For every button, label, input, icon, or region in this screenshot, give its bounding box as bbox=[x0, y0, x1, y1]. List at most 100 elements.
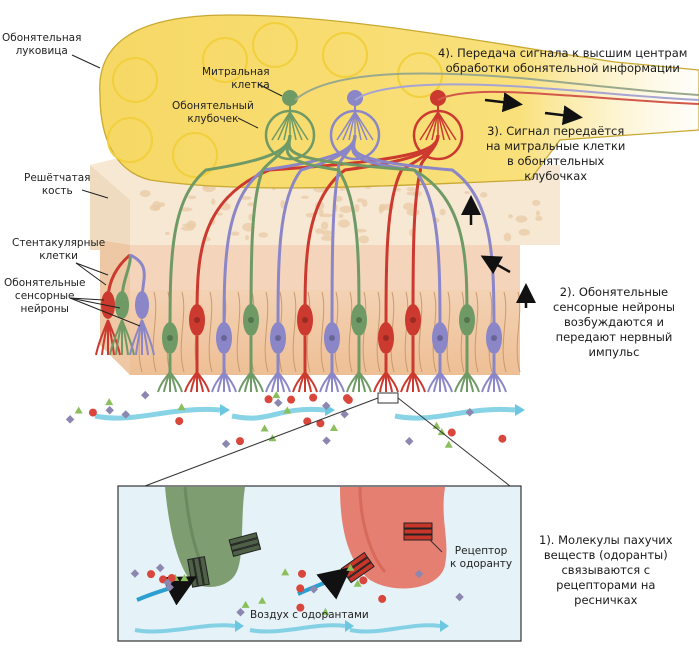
sensory-neuron-body bbox=[486, 322, 502, 354]
supporting-fiber bbox=[446, 291, 451, 373]
glomerulus-branch bbox=[283, 111, 291, 141]
sensory-axon bbox=[411, 134, 440, 321]
odorant-molecule-green bbox=[74, 406, 83, 414]
odorant-molecule-purple bbox=[309, 585, 319, 594]
sensory-neuron-body bbox=[243, 304, 259, 336]
odorant-molecule-red bbox=[498, 434, 507, 443]
label-air-with-odorants: Воздух с одорантами bbox=[250, 609, 369, 621]
receptor-green-1 bbox=[228, 532, 262, 557]
odorant-molecule-green bbox=[283, 406, 292, 414]
cilium bbox=[385, 371, 399, 393]
bone-speckle bbox=[139, 189, 151, 198]
odorant-molecule-red bbox=[147, 570, 156, 579]
air-flow-arrowhead bbox=[235, 620, 244, 632]
bone-speckle bbox=[321, 235, 334, 241]
odorant-molecule-purple bbox=[273, 398, 283, 408]
bone-speckle bbox=[301, 195, 310, 199]
sensory-neuron-body bbox=[297, 304, 313, 336]
bone-speckle bbox=[187, 195, 197, 200]
odorant-molecule-purple bbox=[322, 436, 331, 445]
odorant-molecule-green bbox=[346, 563, 355, 571]
odorant-molecule-red bbox=[447, 428, 456, 437]
cilium bbox=[412, 371, 426, 393]
neuron-nucleus bbox=[248, 317, 254, 323]
supporting-fiber bbox=[418, 291, 423, 373]
supporting-fiber bbox=[348, 291, 353, 373]
step-line: 4). Передача сигнала к высшим центрам bbox=[438, 46, 688, 60]
neuron-nucleus bbox=[275, 335, 281, 341]
air-flow-arrowhead bbox=[515, 404, 525, 416]
step-line: 1). Молекулы пахучих bbox=[539, 533, 673, 547]
step-line: обработки обонятельной информации bbox=[445, 61, 680, 75]
supporting-fiber bbox=[376, 291, 381, 373]
air-flow-arrow bbox=[231, 406, 326, 421]
label-line: Решётчатая bbox=[24, 172, 91, 184]
glomerulus-branch bbox=[431, 111, 439, 141]
bone-speckle bbox=[186, 220, 197, 230]
cilium bbox=[169, 371, 183, 393]
bone-speckle bbox=[531, 199, 541, 206]
label-line: Обонятельный bbox=[172, 100, 254, 112]
neuron-nucleus bbox=[464, 317, 470, 323]
step-line: связываются с bbox=[561, 563, 651, 577]
glomerulus-branch bbox=[336, 111, 356, 141]
glomerulus-circle-bg bbox=[252, 22, 298, 68]
glomerulus-circle-bg bbox=[107, 117, 153, 163]
glomerulus-branch bbox=[271, 111, 291, 141]
bone-speckle bbox=[339, 205, 353, 214]
sensory-axon bbox=[249, 134, 292, 321]
arrow-right-2 bbox=[544, 105, 583, 126]
glomerulus-branch bbox=[348, 111, 356, 141]
cilium bbox=[277, 371, 291, 393]
odorant-molecule-green bbox=[272, 391, 281, 399]
label-mitral-cell: Митральная клетка bbox=[202, 66, 270, 92]
sensory-neuron-body bbox=[135, 291, 149, 319]
neuron-nucleus bbox=[437, 335, 443, 341]
odorant-molecule-green bbox=[258, 596, 267, 604]
label-glomerulus: Обонятельный клубочек bbox=[172, 100, 254, 126]
label-line: Митральная bbox=[202, 66, 270, 78]
bone-speckle bbox=[464, 191, 470, 195]
sensory-neuron-body bbox=[101, 291, 115, 319]
odorant-molecule-green bbox=[329, 424, 338, 432]
odorant-molecule-purple bbox=[455, 592, 464, 602]
olfactory-epithelium bbox=[100, 240, 521, 375]
bone-speckle bbox=[211, 198, 216, 206]
supporting-fiber bbox=[404, 291, 409, 373]
odorant-molecule-purple bbox=[105, 406, 114, 415]
air-flow-arrow bbox=[394, 406, 516, 421]
label-line: Стентакулярные bbox=[12, 237, 106, 249]
step-line: передают нервный bbox=[555, 330, 673, 344]
air-flow-arrowhead bbox=[345, 620, 354, 632]
step-line: 3). Сигнал передаётся bbox=[487, 124, 625, 138]
odorant-molecule-red bbox=[175, 417, 184, 426]
odorant-molecule-purple bbox=[465, 407, 474, 417]
glomerulus-branch bbox=[289, 111, 297, 141]
odorant-molecule-purple bbox=[404, 436, 414, 446]
bone-speckle bbox=[535, 215, 543, 222]
receptor-red-1 bbox=[403, 522, 433, 541]
label-cribriform-plate: Решётчатая кость bbox=[24, 172, 90, 198]
glomerulus-circle-bg bbox=[322, 32, 368, 78]
odorant-molecule-red bbox=[309, 393, 318, 402]
glomerulus-branch bbox=[354, 111, 374, 141]
bone-speckle bbox=[320, 221, 329, 230]
cilium bbox=[439, 371, 453, 393]
arrow-right-1 bbox=[484, 92, 523, 113]
signal-arrows bbox=[461, 92, 583, 308]
air-curve-arrow-2 bbox=[297, 567, 352, 600]
step-line: на митральные клетки bbox=[486, 139, 626, 153]
step-line: ресничках bbox=[574, 593, 638, 607]
glomerulus-circle-bg bbox=[397, 52, 443, 98]
odorant-molecule-green bbox=[105, 398, 114, 406]
bone-speckle bbox=[258, 232, 269, 238]
label-line: клубочек bbox=[187, 113, 239, 125]
step-4-text: 4). Передача сигнала к высшим центрам об… bbox=[438, 46, 687, 76]
step-line: импульс bbox=[588, 345, 640, 359]
step-line: сенсорные нейроны bbox=[553, 300, 675, 314]
odorant-molecule-red bbox=[264, 395, 273, 404]
label-line: клетки bbox=[39, 250, 78, 262]
label-olfactory-bulb: Обонятельная луковица bbox=[2, 32, 81, 58]
sensory-neuron-body bbox=[115, 291, 129, 319]
label-line: Рецептор bbox=[454, 545, 508, 557]
